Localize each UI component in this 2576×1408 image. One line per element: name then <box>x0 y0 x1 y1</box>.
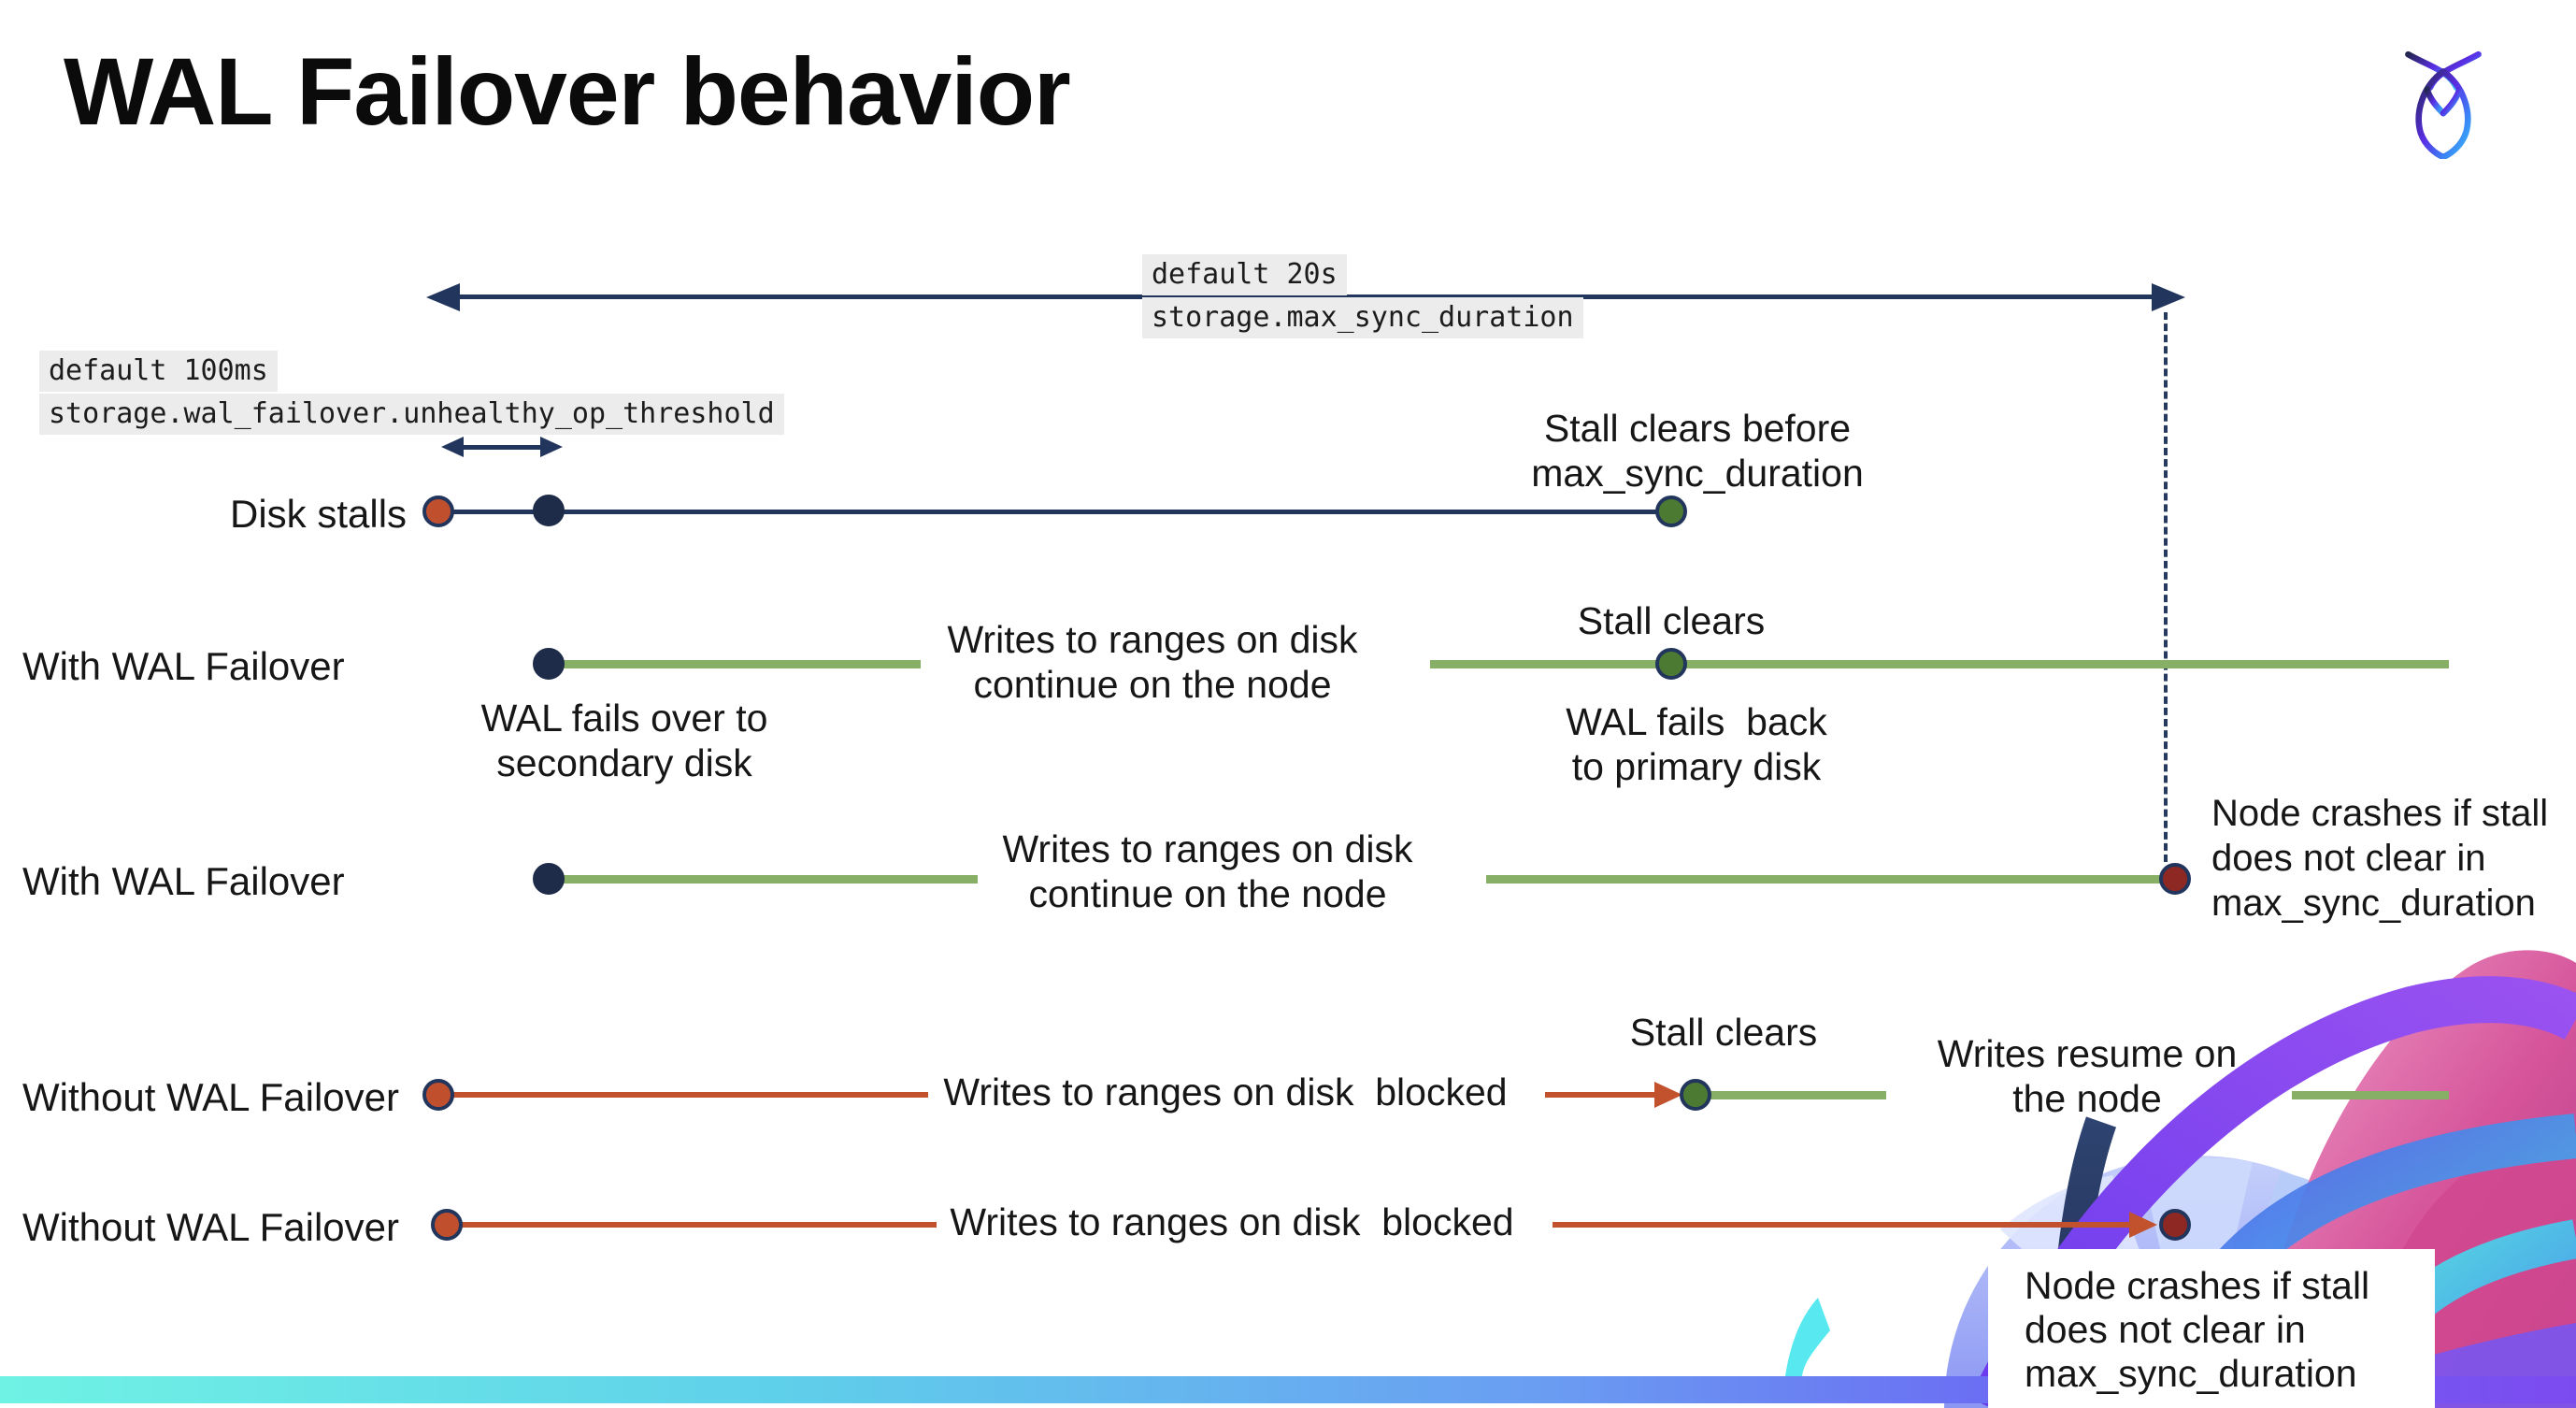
stall-clears-before-text: Stall clears before max_sync_duration <box>1531 407 1864 495</box>
red-arrowhead-icon <box>1654 1082 1682 1108</box>
timeline-line-green <box>563 660 921 668</box>
wal-fails-over-text: WAL fails over to secondary disk <box>480 697 768 784</box>
writes-blocked-text-2: Writes to ranges on disk blocked <box>950 1200 1514 1243</box>
timeline-line-red <box>462 1222 937 1228</box>
timeline-line-navy <box>453 510 1671 514</box>
row-label-without-wal-failover-1: Without WAL Failover <box>22 1075 399 1119</box>
timeline-line-red <box>453 1092 928 1098</box>
max-sync-duration-label: default 20s storage.max_sync_duration <box>1142 254 1583 340</box>
small-arrow-left-icon <box>441 437 464 457</box>
red-arrowhead-icon <box>2129 1212 2157 1238</box>
node-crashes-text-1: Node crashes if stall does not clear in … <box>2211 793 2549 924</box>
small-arrow-right-icon <box>540 437 563 457</box>
unhealthy-op-threshold-default: default 100ms <box>39 351 278 392</box>
max-sync-duration-setting: storage.max_sync_duration <box>1142 297 1583 338</box>
unhealthy-op-threshold-arrow-line <box>460 445 542 450</box>
failover-dot <box>533 648 565 680</box>
timeline-line-green <box>2292 1091 2449 1099</box>
stall-start-dot <box>422 1079 454 1111</box>
row-label-without-wal-failover-2: Without WAL Failover <box>22 1205 399 1249</box>
dashed-drop-line <box>2164 312 2168 862</box>
caption-box <box>1988 1249 2435 1408</box>
wal-fails-back-text: WAL fails back to primary disk <box>1566 700 1827 788</box>
failover-dot <box>533 863 565 895</box>
unhealthy-op-threshold-setting: storage.wal_failover.unhealthy_op_thresh… <box>39 394 784 435</box>
writes-resume-text: Writes resume on the node <box>1937 1032 2238 1120</box>
stall-clears-text-1: Stall clears <box>1577 599 1766 642</box>
row-label-with-wal-failover-1: With WAL Failover <box>22 644 345 688</box>
stall-clears-dot <box>1655 496 1687 527</box>
node-crashes-text-2: Node crashes if stall does not clear in … <box>2025 1264 2370 1395</box>
stall-start-dot <box>422 496 454 527</box>
unhealthy-op-threshold-label: default 100ms storage.wal_failover.unhea… <box>39 351 784 437</box>
stall-clears-text-2: Stall clears <box>1629 1011 1818 1054</box>
timeline-line-red <box>1553 1222 2134 1228</box>
timeline-line-red <box>1545 1092 1659 1098</box>
cockroach-labs-logo-icon <box>2405 50 2482 159</box>
stall-clears-dot <box>1680 1079 1711 1111</box>
row-label-with-wal-failover-2: With WAL Failover <box>22 859 345 903</box>
arrow-right-icon <box>2152 283 2185 311</box>
writes-blocked-text-1: Writes to ranges on disk blocked <box>943 1070 1508 1113</box>
timeline-line-green <box>1710 1091 1886 1099</box>
max-sync-duration-default: default 20s <box>1142 254 1347 295</box>
failover-threshold-dot <box>533 495 565 526</box>
timeline-line-green <box>1486 875 2167 884</box>
artwork-cyan-sliver <box>1785 1298 1830 1376</box>
timeline-line-green <box>1430 660 2449 668</box>
arrow-left-icon <box>426 283 460 311</box>
writes-continue-text-1: Writes to ranges on disk continue on the… <box>947 618 1358 706</box>
stall-start-dot <box>431 1209 463 1241</box>
page-title: WAL Failover behavior <box>64 38 1071 145</box>
row-label-disk-stalls: Disk stalls <box>230 492 408 536</box>
writes-continue-text-2: Writes to ranges on disk continue on the… <box>1002 827 1413 915</box>
node-crash-dot <box>2159 1209 2191 1241</box>
timeline-line-green <box>563 875 978 884</box>
max-sync-duration-arrow-line <box>454 295 2157 299</box>
failback-dot <box>1655 648 1687 680</box>
node-crash-dot <box>2159 863 2191 895</box>
